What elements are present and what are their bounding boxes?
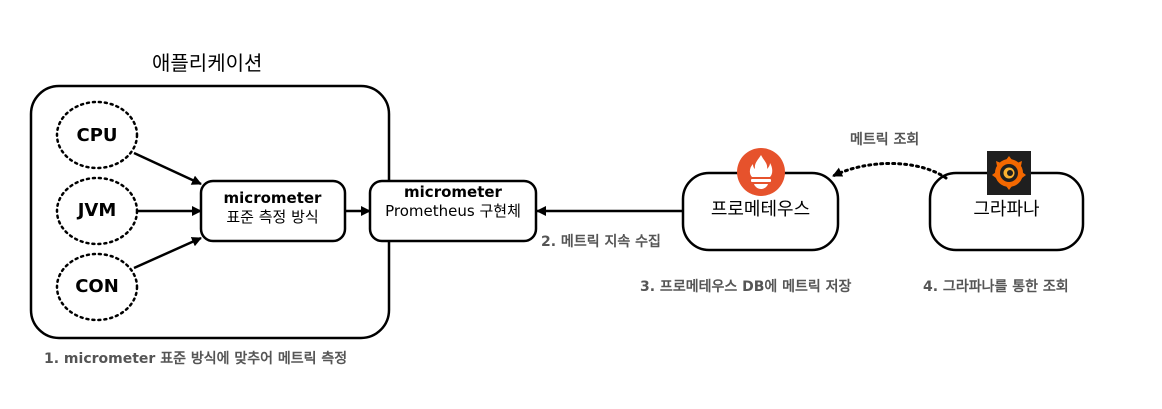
cpu-node: [55, 100, 139, 170]
micrometer-standard-label: micrometer 표준 측정 방식: [205, 189, 340, 227]
arrow-grafana-query: [831, 162, 948, 180]
micrometer-prometheus-line2: Prometheus 구현체: [385, 202, 521, 220]
step3-label: 3. 프로메테우스 DB에 메트릭 저장: [640, 279, 852, 295]
arrow-cpu-to-micrometer: [133, 151, 202, 186]
step2-label: 2. 메트릭 지속 수집: [541, 234, 661, 250]
metric-query-label: 메트릭 조회: [850, 132, 920, 148]
prometheus-logo-icon: [737, 148, 785, 196]
micrometer-prometheus-line1: micrometer: [404, 183, 502, 201]
jvm-label: JVM: [77, 200, 117, 221]
step1-label: 1. micrometer 표준 방식에 맞추어 메트릭 측정: [44, 351, 348, 367]
grafana-label: 그라파나: [973, 199, 1040, 220]
arrow-con-to-micrometer: [133, 236, 202, 270]
micrometer-standard-line2: 표준 측정 방식: [226, 208, 319, 226]
prometheus-label: 프로메테우스: [710, 199, 811, 220]
con-node: [55, 252, 139, 322]
con-label: CON: [75, 276, 119, 297]
step4-label: 4. 그라파나를 통한 조회: [923, 279, 1069, 295]
micrometer-standard-line1: micrometer: [223, 189, 322, 207]
application-title: 애플리케이션: [152, 51, 263, 75]
micrometer-prometheus-label: micrometer Prometheus 구현체: [372, 183, 534, 221]
cpu-label: CPU: [76, 125, 118, 146]
grafana-logo-icon: [987, 151, 1031, 195]
